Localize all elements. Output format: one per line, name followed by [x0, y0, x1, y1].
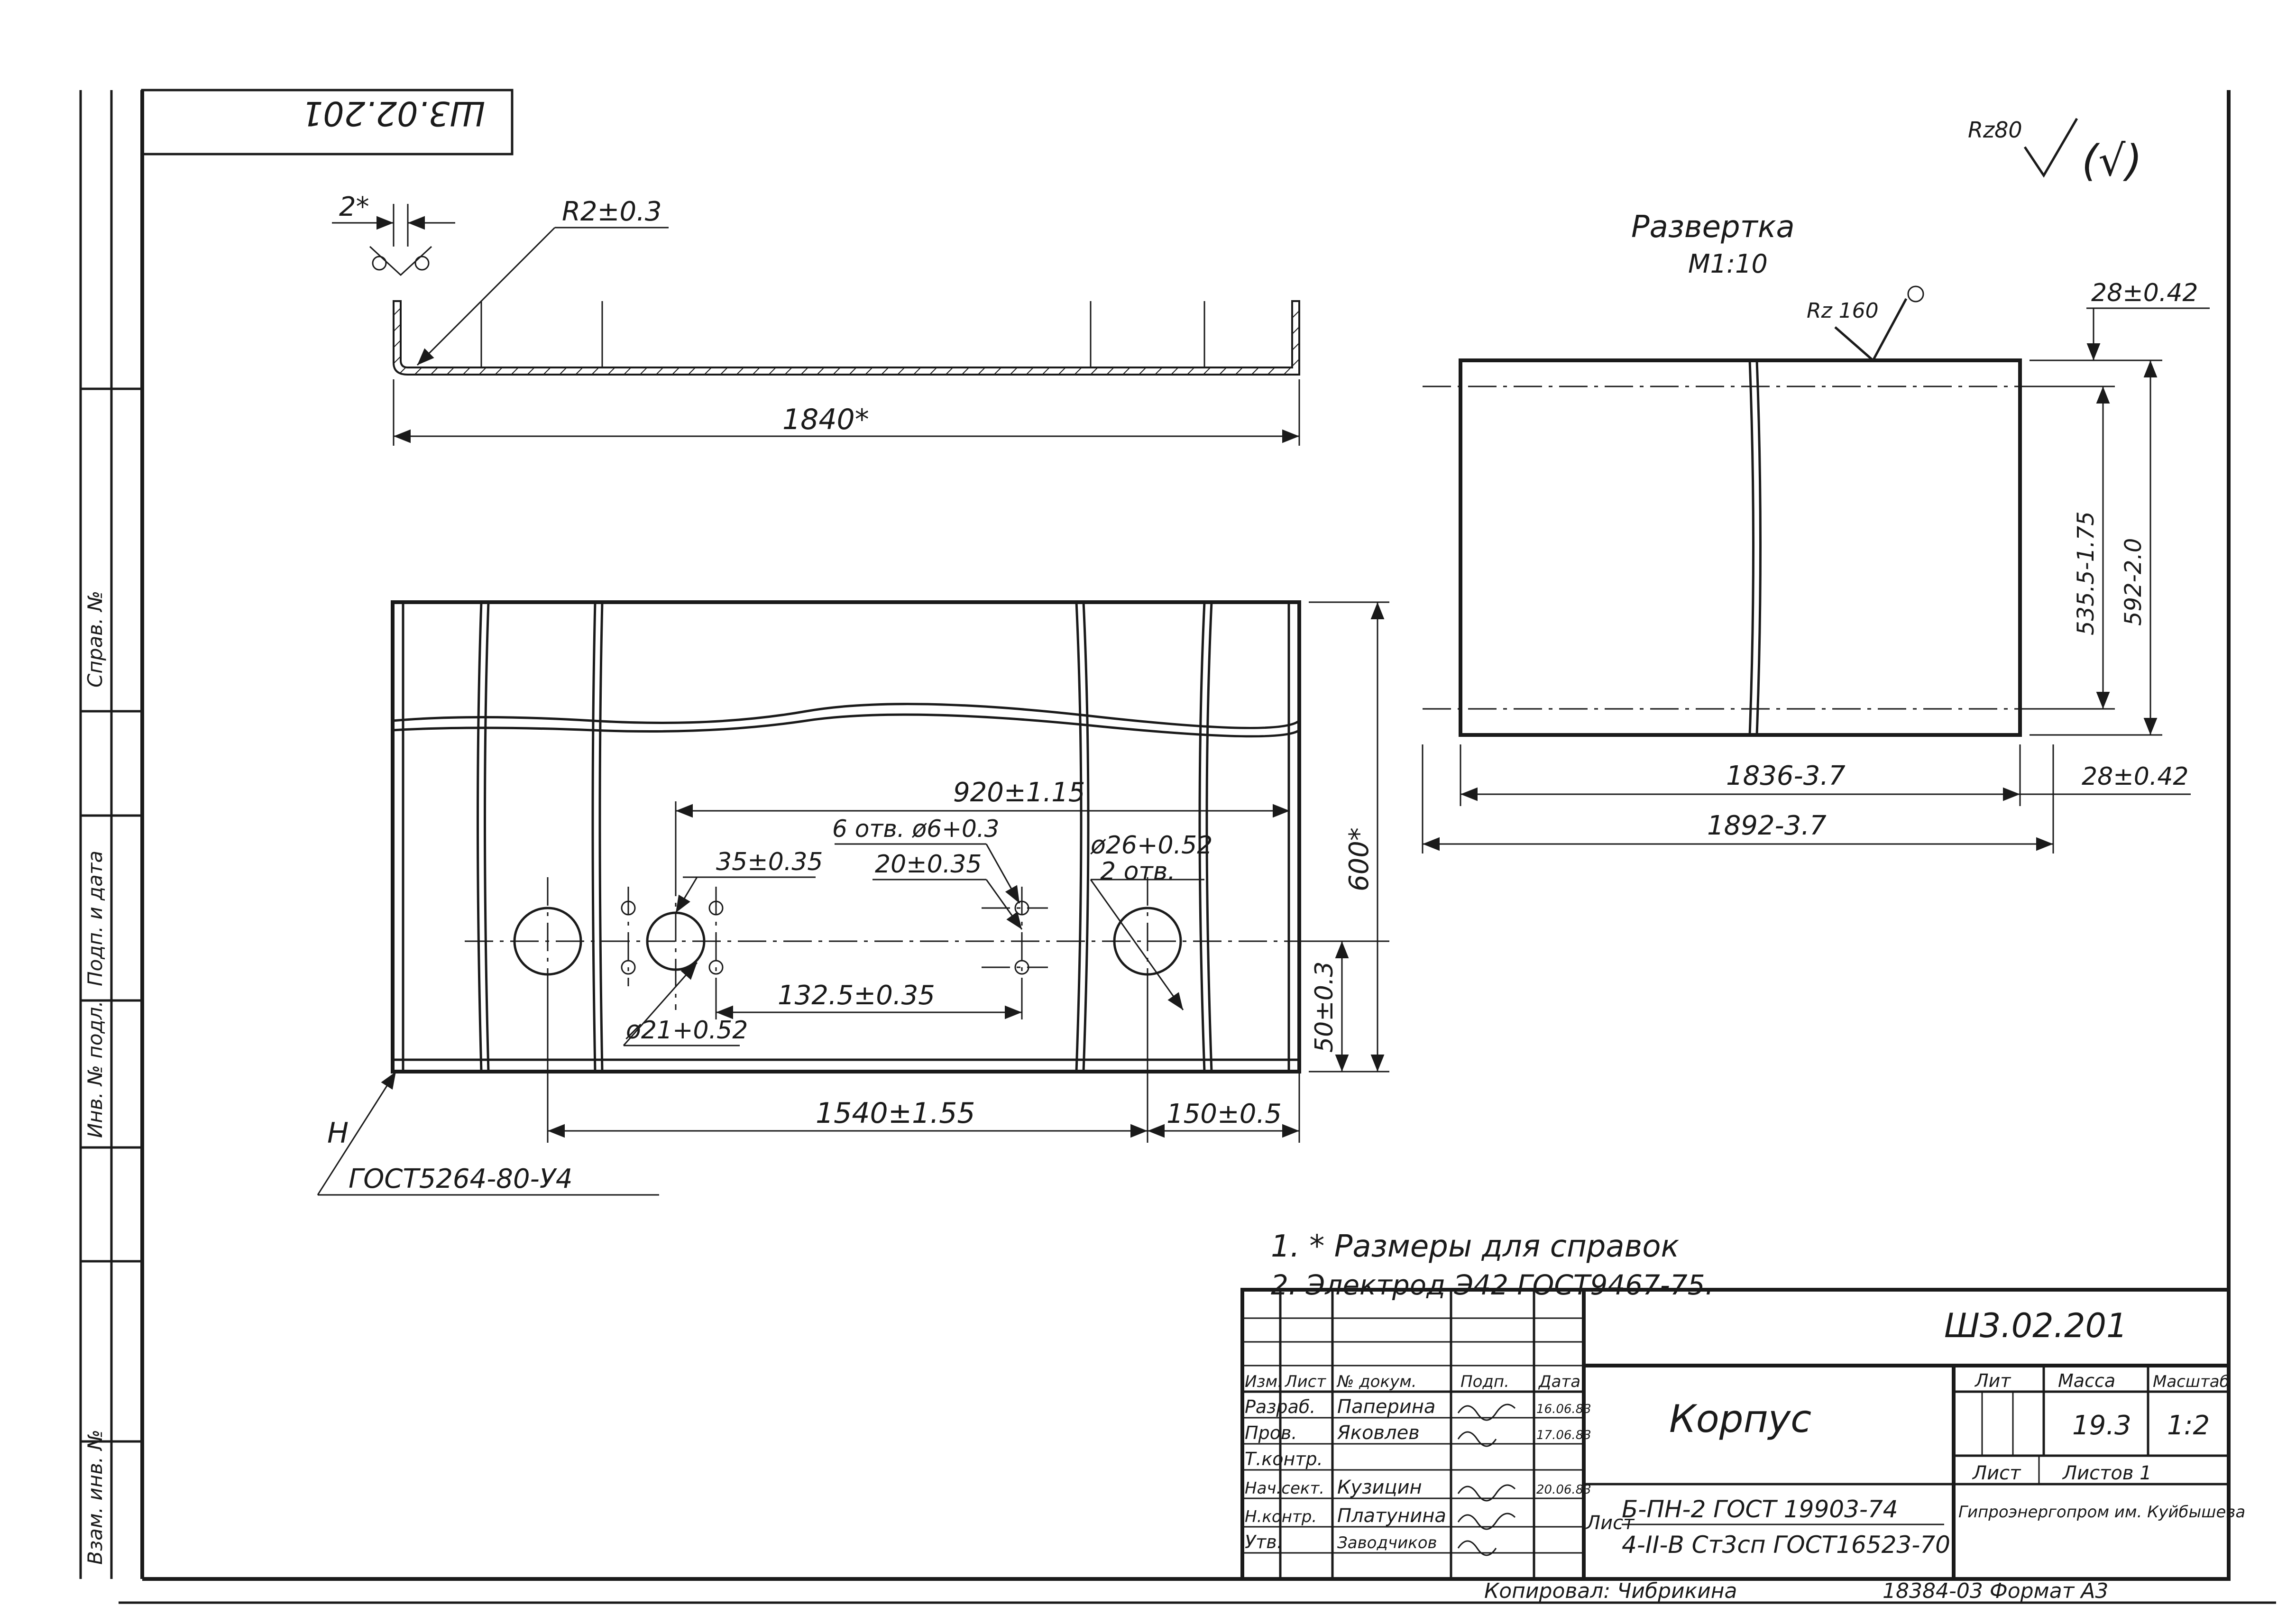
dim-50: 50±0.3 — [1310, 962, 1339, 1053]
sheet-frame: Взам. инв. № Подп. и дата Инв. № подл. С… — [79, 90, 2276, 1604]
dim-5355: 535.5-1.75 — [2073, 511, 2099, 635]
dim-21: ø21+0.52 — [625, 1016, 748, 1045]
dim-1540: 1540±1.55 — [816, 1097, 975, 1130]
tb-role-5: Утв. — [1245, 1532, 1283, 1552]
plan-view: 920±1.15 6 отв. ø6+0.3 35±0.35 20±0.35 ø… — [317, 600, 1389, 1196]
weld-mark: Н — [327, 1117, 349, 1150]
dim-1325: 132.5±0.35 — [778, 980, 935, 1011]
title-block: Изм. Лист № докум. Подп. Дата Разраб. Па… — [1240, 1288, 2245, 1603]
tb-col-list: Лист — [1284, 1372, 1326, 1391]
side-label-1: Взам. инв. № — [83, 1430, 107, 1565]
tb-copied-by: Копировал: Чибрикина — [1484, 1579, 1737, 1603]
unfold-view: Развертка М1:10 Rz 160 28±0.42 535.5-1.7… — [1422, 210, 2210, 853]
notes: 1. * Размеры для справок 2. Электрод Э42… — [1271, 1229, 1714, 1301]
tb-material-2: 4-II-В Ст3сп ГОСТ16523-70 — [1622, 1531, 1950, 1559]
tb-material-prefix: Лист — [1585, 1512, 1635, 1534]
global-roughness: Rz80 (√) — [1968, 117, 2142, 186]
tb-sheet-label: Лист — [1972, 1462, 2021, 1484]
tb-name-1: Яковлев — [1337, 1422, 1420, 1444]
corner-stamp-text: Ш3.02.201 — [302, 94, 486, 133]
side-label-2: Подп. и дата — [83, 851, 107, 986]
tb-mass-label: Масса — [2058, 1370, 2115, 1391]
dim-gap: 2* — [339, 192, 369, 222]
side-label-3: Инв. № подл. — [83, 1000, 107, 1138]
tb-date-3: 20.06.83 — [1536, 1483, 1591, 1497]
dim-592: 592-2.0 — [2120, 538, 2147, 626]
unfold-scale: М1:10 — [1688, 249, 1768, 279]
dim-35: 35±0.35 — [716, 848, 823, 876]
tb-date-1: 17.06.83 — [1536, 1428, 1591, 1442]
dim-600: 600* — [1344, 827, 1375, 891]
dim-1836: 1836-3.7 — [1726, 761, 1846, 791]
tb-org: Гипроэнергопром им. Куйбышева — [1958, 1503, 2245, 1522]
tb-sheets-label: Листов 1 — [2062, 1462, 2152, 1484]
tb-scale-label: Масштаб — [2153, 1372, 2230, 1391]
tb-scale: 1:2 — [2167, 1410, 2210, 1441]
tb-name-0: Паперина — [1337, 1396, 1435, 1418]
tb-date-0: 16.06.83 — [1536, 1402, 1591, 1416]
dim-26: ø26+0.52 — [1090, 831, 1212, 860]
dim-1892: 1892-3.7 — [1707, 810, 1827, 841]
tb-part-name: Корпус — [1669, 1397, 1811, 1441]
dim-radius: R2±0.3 — [562, 196, 662, 227]
tb-role-2: Т.контр. — [1245, 1449, 1323, 1469]
tb-col-izm: Изм. — [1245, 1372, 1283, 1391]
dim-length: 1840* — [782, 403, 869, 436]
dim-6holes: 6 отв. ø6+0.3 — [832, 815, 1000, 843]
dim-28-top: 28±0.42 — [2091, 279, 2198, 307]
hole-26-right — [1113, 907, 1182, 976]
tb-col-sign: Подп. — [1460, 1372, 1509, 1391]
unfold-title: Развертка — [1631, 210, 1795, 245]
tb-col-date: Дата — [1538, 1372, 1580, 1391]
dim-150: 150±0.5 — [1166, 1099, 1282, 1129]
unfold-roughness: Rz 160 — [1807, 299, 1879, 323]
tb-mass: 19.3 — [2072, 1410, 2131, 1441]
tb-name-3: Кузицин — [1337, 1477, 1422, 1498]
tb-name-4: Платунина — [1337, 1505, 1446, 1527]
corner-stamp: Ш3.02.201 — [141, 89, 514, 156]
dim-28-bottom: 28±0.42 — [2082, 762, 2189, 791]
hole-26-left — [513, 907, 582, 976]
tb-designation: Ш3.02.201 — [1944, 1306, 2128, 1345]
dim-20: 20±0.35 — [875, 850, 982, 879]
tb-role-1: Пров. — [1245, 1422, 1297, 1443]
tb-format: 18384-03 Формат А3 — [1883, 1579, 2108, 1603]
tb-role-4: Н.контр. — [1245, 1507, 1317, 1526]
note-1: 1. * Размеры для справок — [1271, 1229, 1680, 1264]
side-label-4: Справ. № — [83, 591, 107, 688]
weld-standard: ГОСТ5264-80-У4 — [349, 1164, 573, 1194]
dim-920: 920±1.15 — [953, 777, 1085, 808]
tb-role-0: Разраб. — [1245, 1396, 1315, 1417]
global-roughness-text: Rz80 — [1968, 117, 2022, 143]
dim-2holes: 2 отв. — [1100, 857, 1176, 886]
tb-col-doc: № докум. — [1336, 1372, 1417, 1391]
tb-lit-label: Лит — [1974, 1370, 2011, 1391]
roughness-check-symbol: (√) — [2082, 136, 2142, 186]
tb-role-3: Нач.сект. — [1245, 1479, 1324, 1498]
tb-material-1: Б-ПН-2 ГОСТ 19903-74 — [1622, 1496, 1898, 1523]
section-view: 1840* R2±0.3 2* — [332, 192, 1300, 446]
note-2: 2. Электрод Э42 ГОСТ9467-75. — [1271, 1269, 1714, 1301]
tb-name-5: Заводчиков — [1337, 1533, 1437, 1552]
